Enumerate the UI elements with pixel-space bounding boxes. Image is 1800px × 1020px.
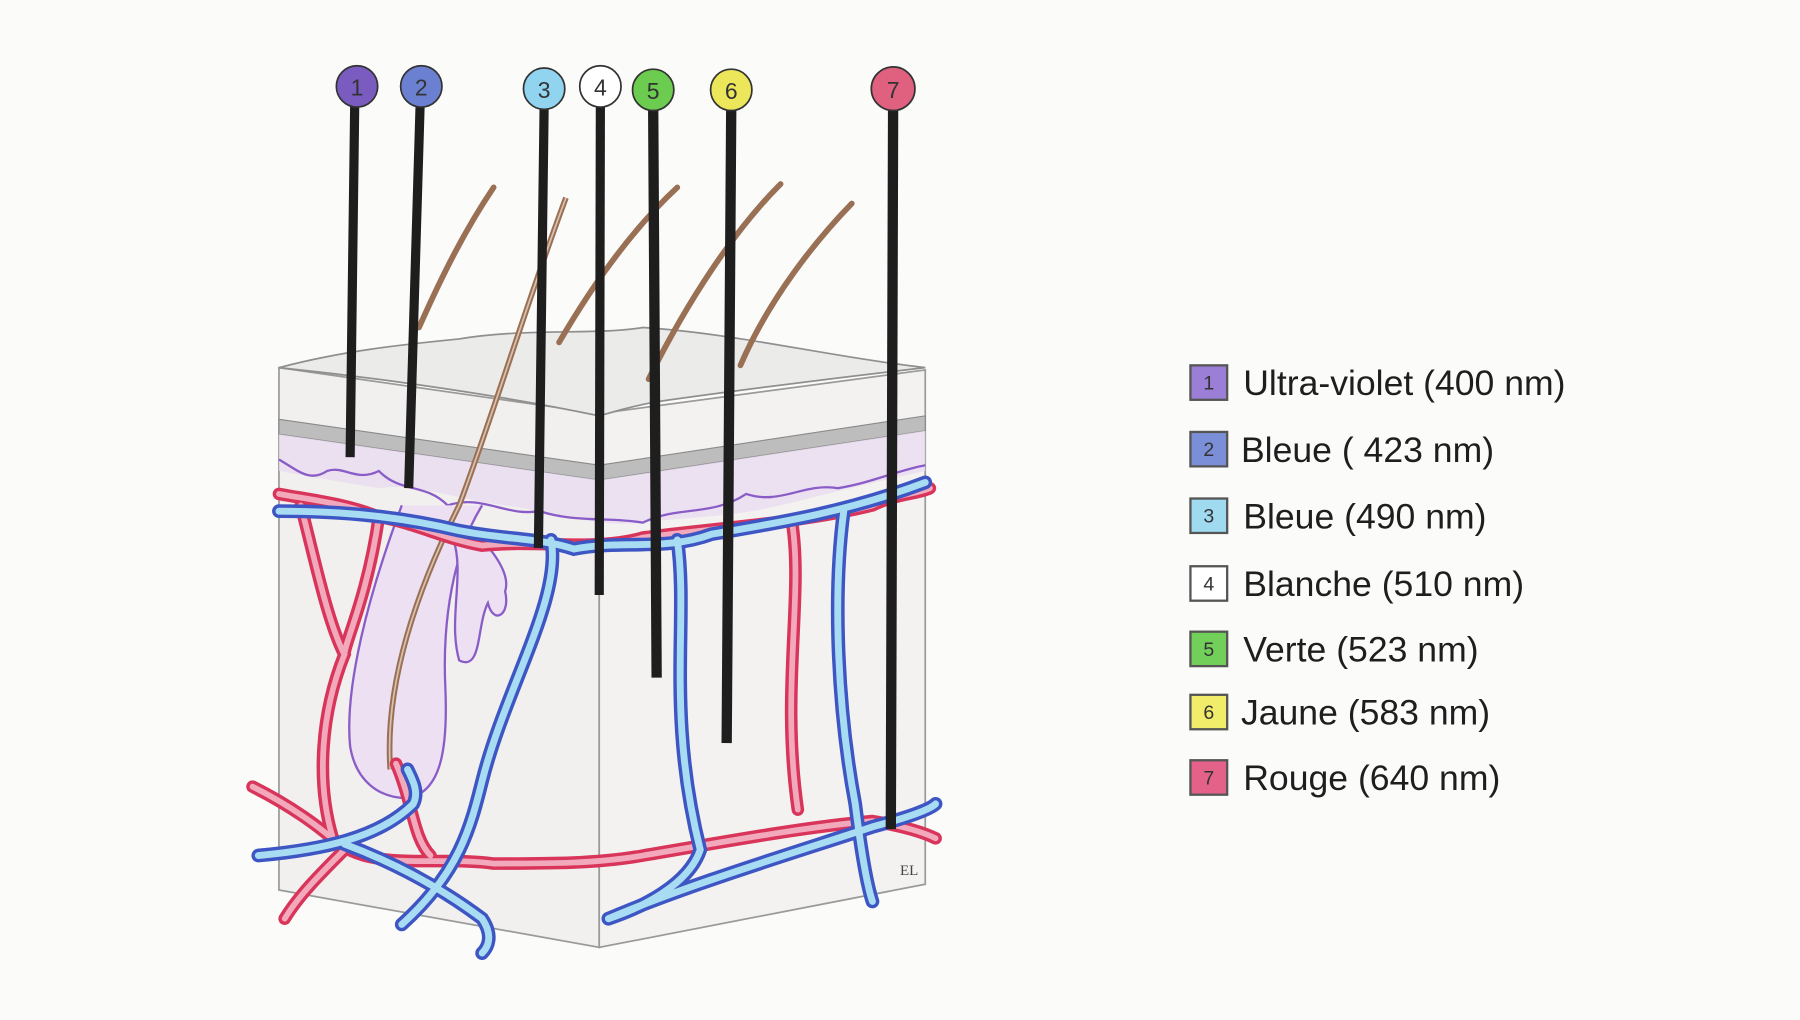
pin-number-4: 4 — [594, 75, 607, 101]
pin-head-1 — [335, 64, 379, 108]
pin-number-7: 7 — [887, 77, 900, 103]
legend-swatch-5 — [1189, 630, 1229, 668]
legend-number-5: 5 — [1203, 639, 1214, 661]
legend-item-3: 3 Bleue (490 nm) — [1189, 496, 1486, 536]
pin-head-5 — [631, 68, 675, 112]
legend-item-4: 4 Blanche (510 nm) — [1189, 564, 1524, 604]
veins — [251, 475, 943, 960]
light-penetration-pins: 1 2 3 4 5 6 7 — [335, 64, 916, 830]
legend-label-3: Bleue (490 nm) — [1243, 496, 1486, 536]
artist-signature: EL — [900, 863, 918, 879]
legend-number-2: 2 — [1203, 439, 1214, 461]
pin-head-6 — [709, 68, 753, 112]
pin-7: 7 — [870, 66, 916, 830]
legend-swatch-1 — [1189, 364, 1229, 401]
legend-label-6: Jaune (583 nm) — [1241, 693, 1490, 733]
pin-head-7 — [870, 66, 916, 112]
pin-2: 2 — [399, 64, 443, 489]
hair — [645, 181, 784, 383]
legend-item-1: 1 Ultra-violet (400 nm) — [1189, 363, 1566, 403]
hair — [737, 200, 855, 369]
legend-item-2: 2 Bleue ( 423 nm) — [1189, 430, 1494, 470]
legend-label-5: Verte (523 nm) — [1243, 630, 1478, 670]
dermis-boundary-line — [278, 458, 926, 524]
legend-label-2: Bleue ( 423 nm) — [1241, 430, 1494, 470]
pin-head-3 — [522, 67, 566, 111]
pin-3: 3 — [522, 67, 566, 548]
legend-swatch-6 — [1189, 693, 1229, 731]
pin-6: 6 — [709, 68, 753, 744]
pin-head-2 — [399, 64, 443, 108]
legend-label-1: Ultra-violet (400 nm) — [1243, 363, 1565, 403]
pin-4: 4 — [578, 64, 622, 595]
pin-number-2: 2 — [415, 75, 428, 101]
pin-1: 1 — [335, 64, 379, 458]
legend-number-1: 1 — [1203, 372, 1214, 394]
sebaceous-gland — [451, 532, 508, 664]
epidermis-purple-zone — [278, 430, 926, 524]
pin-5: 5 — [631, 68, 675, 678]
legend-number-4: 4 — [1203, 573, 1214, 595]
legend-number-6: 6 — [1203, 702, 1214, 724]
legend-swatch-2 — [1189, 430, 1229, 468]
legend-label-7: Rouge (640 nm) — [1243, 758, 1500, 798]
hairs — [416, 181, 855, 383]
pin-head-4 — [578, 64, 622, 108]
legend-label-4: Blanche (510 nm) — [1243, 564, 1524, 604]
pin-number-6: 6 — [725, 78, 738, 104]
legend-item-6: 6 Jaune (583 nm) — [1189, 693, 1490, 733]
hair — [416, 184, 497, 331]
legend-number-7: 7 — [1203, 767, 1214, 789]
legend-number-3: 3 — [1203, 506, 1214, 528]
pin-number-3: 3 — [538, 77, 551, 103]
legend-swatch-3 — [1189, 497, 1229, 535]
pin-number-1: 1 — [351, 75, 364, 101]
legend-item-7: 7 Rouge (640 nm) — [1189, 758, 1500, 798]
pin-number-5: 5 — [647, 78, 660, 104]
legend-item-5: 5 Verte (523 nm) — [1189, 630, 1479, 670]
legend-swatch-7 — [1189, 759, 1229, 796]
hair — [556, 184, 681, 346]
legend-swatch-4 — [1189, 565, 1229, 602]
legend: 1 Ultra-violet (400 nm) 2 Bleue ( 423 nm… — [1189, 363, 1566, 798]
